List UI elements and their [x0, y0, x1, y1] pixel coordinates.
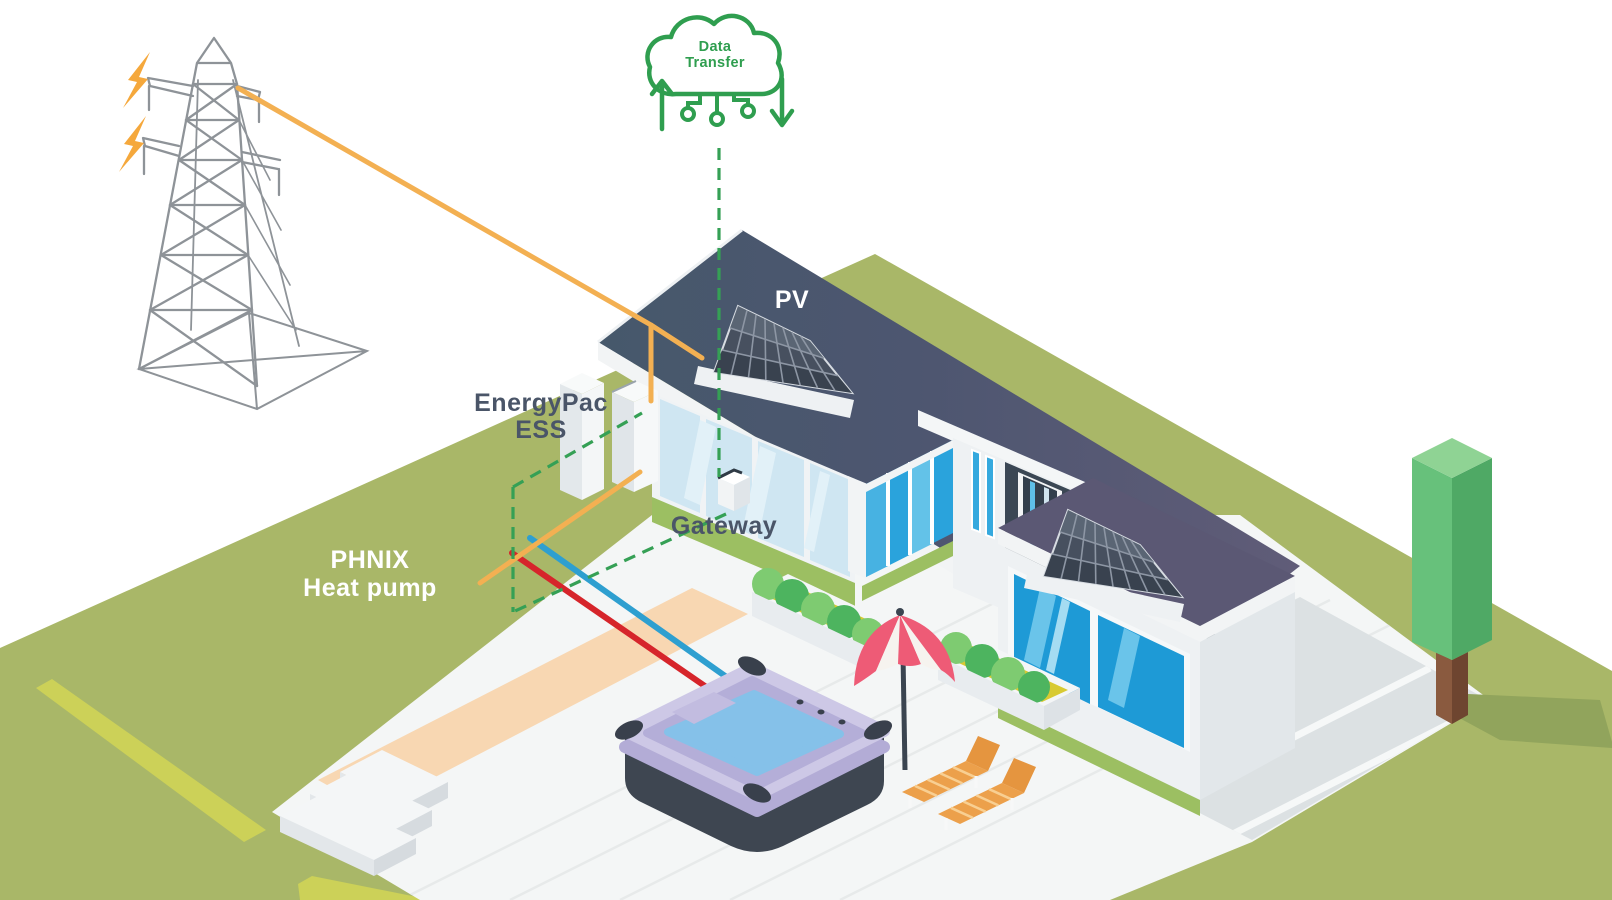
gateway-device: [717, 468, 750, 511]
tower-arm-mid-left: [141, 136, 181, 176]
house: [560, 228, 1300, 816]
data-lines: [511, 148, 727, 614]
pv-panel-wing: [1024, 508, 1185, 622]
patio-umbrella: [854, 608, 955, 771]
data-line-ess-to-heatpump: [512, 411, 643, 489]
window-strip: [985, 454, 995, 540]
patio-steps: [280, 750, 448, 876]
tub-corner-pads: [614, 656, 893, 803]
power-grid-tower: [136, 36, 370, 411]
lounge-chair-1: [902, 736, 1000, 808]
cold-water-pipe: [527, 535, 745, 691]
planter-lower: [938, 632, 1080, 730]
tub-step: [672, 692, 736, 724]
hot-water-pipe: [509, 550, 731, 705]
lawn-strip-front-wing: [998, 702, 1200, 816]
power-lines: [235, 85, 705, 586]
pv-label: PV: [775, 286, 809, 314]
cloud-circuit-lines: [680, 94, 756, 127]
window-strip: [971, 448, 981, 534]
hot-tub: [614, 656, 893, 852]
lawn-edge-stripe: [36, 679, 266, 842]
pv-panel-main: [694, 304, 855, 418]
ess-label-line1: EnergyPac: [474, 389, 608, 417]
front-wing: [998, 478, 1295, 816]
pv-grid-lines: [721, 310, 839, 391]
energypac-ess-unit: [611, 380, 658, 492]
tower-arm-upper-left: [146, 76, 195, 112]
power-line-ess-to-heatpump: [477, 469, 643, 586]
gateway-label: Gateway: [671, 512, 777, 540]
front-wing-side-wall: [1200, 592, 1295, 800]
lounge-chair-2: [938, 758, 1036, 830]
lawn-strip-courtyard: [862, 541, 953, 601]
front-wing-window: [1008, 566, 1190, 752]
tower-arm-mid-right: [240, 150, 282, 197]
umbrella-pole: [900, 654, 908, 771]
ess-wall-structures: [560, 373, 658, 500]
umbrella-knob: [896, 608, 904, 616]
tree: [1412, 438, 1612, 748]
cloud-label-line2: Transfer: [685, 55, 745, 71]
tub-body: [625, 734, 884, 852]
tree-shadow: [1452, 694, 1612, 748]
data-transfer-cloud-icon: Data Transfer: [645, 13, 795, 132]
cloud-label-line1: Data: [699, 39, 732, 55]
cloud-outline: [645, 13, 784, 97]
lightning-bolt-icon: [119, 116, 146, 172]
upload-arrow-icon: [649, 78, 675, 132]
blue-curtain-wall: [866, 440, 953, 577]
corner-pillar: [848, 476, 870, 580]
lightning-bolt-icon: [123, 52, 150, 108]
heat-pump-label-line1: PHNIX: [331, 546, 410, 574]
download-arrow-icon: [769, 76, 795, 128]
lawn-edge-stripe-2: [298, 876, 432, 900]
ess-label-line2: ESS: [515, 416, 567, 444]
tub-jets: [796, 699, 846, 725]
heat-pump-label-line2: Heat pump: [303, 574, 437, 602]
tower-arm-upper-right: [235, 84, 262, 124]
